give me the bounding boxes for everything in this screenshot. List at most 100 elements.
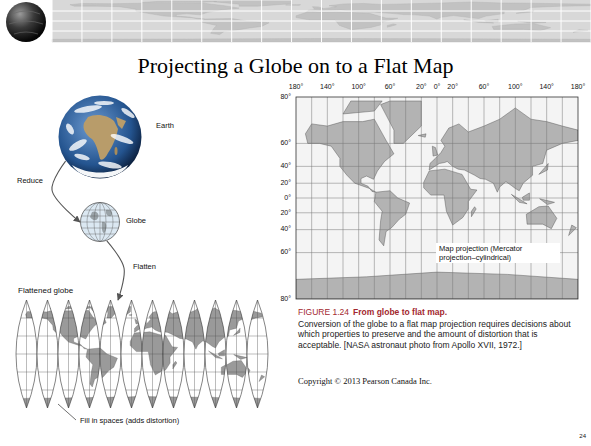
map-land [374,191,409,246]
map-gore [58,300,246,408]
banner-land [387,24,396,27]
earth-photo: Earth [58,95,142,179]
gore-outline [184,300,205,408]
banner-land [286,4,301,5]
node-label: Globe [126,216,146,225]
gore-land [206,307,226,309]
gore-land [80,310,207,349]
gore-land [165,314,169,315]
latitude-label: 40° [280,225,291,233]
node-shape [16,300,268,408]
gore-land [74,310,133,349]
gore-land [90,307,103,318]
gore-land [66,307,73,309]
gore-land [224,361,250,378]
gore-land [189,314,194,315]
gore-land [24,397,93,408]
gore-land [234,355,247,360]
latitude-label: 80° [280,295,291,303]
map-land [569,225,577,236]
map-land [305,119,394,192]
gore-land [161,397,230,408]
gore-land [153,314,157,315]
gore-land [176,361,179,369]
gore-land [117,314,120,315]
gore-land [158,308,262,349]
map-gore [68,300,246,408]
latitude-label: 40° [280,162,291,170]
earth-cloud [110,132,135,146]
longitude-label: 180° [289,83,303,91]
map-land [424,169,477,225]
gore-surface [27,300,246,408]
map-parallel [296,166,578,167]
globe-parallel [80,216,120,217]
edge-label: Reduce [16,176,44,185]
map-parallel [296,198,578,199]
leader-line [58,404,76,420]
gore-outline [37,300,58,408]
gore-land [175,307,192,309]
gore-land [181,319,194,324]
gore-surface [71,300,246,408]
longitude-label: 20° [447,83,458,91]
gore-land [190,307,209,309]
banner-land [142,1,217,3]
globe-parallel [80,228,120,229]
gore-land [86,348,117,387]
gore-land [134,332,179,375]
gore-land [100,397,169,408]
map-gore [6,300,246,408]
gore-land [130,397,199,408]
flattened-globe: Flattened globe [16,300,268,408]
latitude-label: 80° [280,93,291,101]
gore-land [174,319,185,324]
map-land [381,101,422,143]
gore-meridian [194,300,195,408]
gore-land [87,348,164,387]
gore-surface [6,300,246,408]
caption-heading: FIGURE 1.24 From globe to flat map. [298,307,576,318]
globe-drawing [80,202,120,242]
map-land [471,207,476,217]
copyright-note: Copyright © 2013 Pearson Canada Inc. [298,376,432,386]
earth-disc [59,96,142,179]
gore-land [149,307,182,318]
earth-cloud [120,106,136,119]
gore-land [79,310,193,349]
gore-land [177,314,181,315]
gore-meridian [47,300,48,408]
gore-land [50,307,57,309]
gore-land [174,361,178,369]
gore-meridian [89,300,90,408]
gore-land [133,332,179,375]
node-label: Flattened globe [18,286,73,296]
map-parallel [296,183,578,184]
map-projection: Map projection (Mercator projection–cyli… [296,97,578,299]
gore-surface [68,300,246,408]
earth-cloud [98,160,123,170]
figure-number: FIGURE 1.24 [298,307,349,317]
figure-heading: From globe to flat map. [353,307,447,317]
longitude-label: 20° [416,83,427,91]
map-land [522,193,529,200]
globe-surface [80,202,120,242]
map-gore [27,300,246,408]
gore-land [71,310,118,349]
map-gore [48,300,247,408]
gore-land [133,332,179,375]
longitude-label: 100° [508,83,522,91]
gore-land [97,307,107,309]
gore-land [234,328,241,335]
gore-land [86,348,137,387]
gore-land [139,307,165,318]
gore-land [131,332,177,375]
callout-label: Fill in spaces (adds distortion) [80,416,179,425]
latitude-label: 60° [280,248,291,256]
gore-land [159,319,166,324]
earth-land [116,117,126,129]
gore-surface [48,300,247,408]
map-parallel [296,212,578,213]
gore-land [87,348,155,387]
